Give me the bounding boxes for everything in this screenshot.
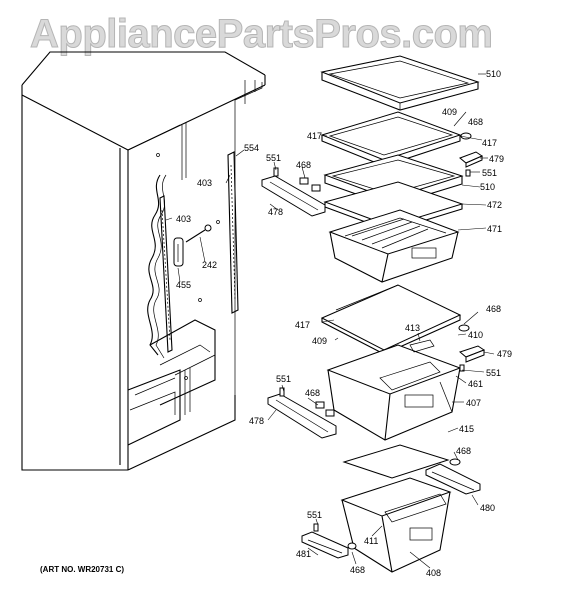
- callout-551: 551: [266, 153, 282, 163]
- callout-468: 468: [296, 160, 312, 170]
- callout-479: 479: [489, 154, 505, 164]
- light-bulb-242: [185, 224, 212, 243]
- pan-471: [328, 209, 460, 283]
- light-socket-455: [173, 237, 184, 267]
- callout-417: 417: [482, 138, 498, 148]
- callout-468: 468: [468, 117, 484, 127]
- pan-407: [326, 344, 462, 441]
- callout-468: 468: [456, 446, 472, 456]
- callout-551: 551: [276, 374, 292, 384]
- callout-455: 455: [176, 280, 192, 290]
- callout-471: 471: [487, 224, 503, 234]
- callout-410: 410: [468, 330, 484, 340]
- slide-479-upper: [459, 132, 484, 177]
- shelf-glass-409-upper: [320, 111, 462, 167]
- callout-461: 461: [468, 379, 484, 389]
- callout-510: 510: [486, 69, 502, 79]
- slide-481: [301, 523, 357, 559]
- callout-417: 417: [307, 131, 323, 141]
- leader-lines: [165, 73, 495, 569]
- callout-480: 480: [480, 503, 496, 513]
- callout-407: 407: [466, 398, 482, 408]
- callout-478: 478: [249, 416, 265, 426]
- slide-478-lower: [267, 387, 337, 439]
- rail-403-left: [159, 195, 173, 353]
- callout-417: 417: [295, 320, 311, 330]
- callout-551: 551: [307, 510, 323, 520]
- fresh-food-cabinet: [21, 51, 266, 471]
- callout-413: 413: [405, 323, 421, 333]
- callout-242: 242: [202, 260, 218, 270]
- callout-403: 403: [197, 178, 213, 188]
- callout-468: 468: [350, 565, 366, 575]
- shelf-glass-409-lower: [320, 284, 462, 355]
- callout-415: 415: [459, 424, 475, 434]
- callout-551: 551: [486, 368, 502, 378]
- pan-408: [340, 477, 452, 573]
- slide-479-lower: [458, 324, 486, 372]
- callout-551: 551: [482, 168, 498, 178]
- callout-409: 409: [442, 107, 458, 117]
- callout-479: 479: [497, 349, 513, 359]
- rail-403-right: [227, 151, 239, 314]
- slide-478-upper: [261, 167, 326, 217]
- cover-415: [342, 444, 450, 479]
- callout-411: 411: [364, 536, 379, 546]
- callout-409: 409: [312, 336, 328, 346]
- callout-554: 554: [244, 143, 260, 153]
- callout-478: 478: [268, 207, 284, 217]
- shelf-frame-510-top: [320, 55, 480, 111]
- callout-468: 468: [486, 304, 502, 314]
- art-number: (ART NO. WR20731 C): [40, 565, 125, 574]
- callout-408: 408: [426, 568, 442, 578]
- callout-403: 403: [176, 214, 192, 224]
- slide-480: [425, 458, 481, 495]
- callout-472: 472: [487, 200, 503, 210]
- callout-481: 481: [296, 549, 312, 559]
- watermark-logo: AppliancePartsPros.com: [30, 12, 494, 57]
- lid-413: [409, 339, 435, 353]
- callout-468: 468: [305, 388, 321, 398]
- callout-510: 510: [480, 182, 496, 192]
